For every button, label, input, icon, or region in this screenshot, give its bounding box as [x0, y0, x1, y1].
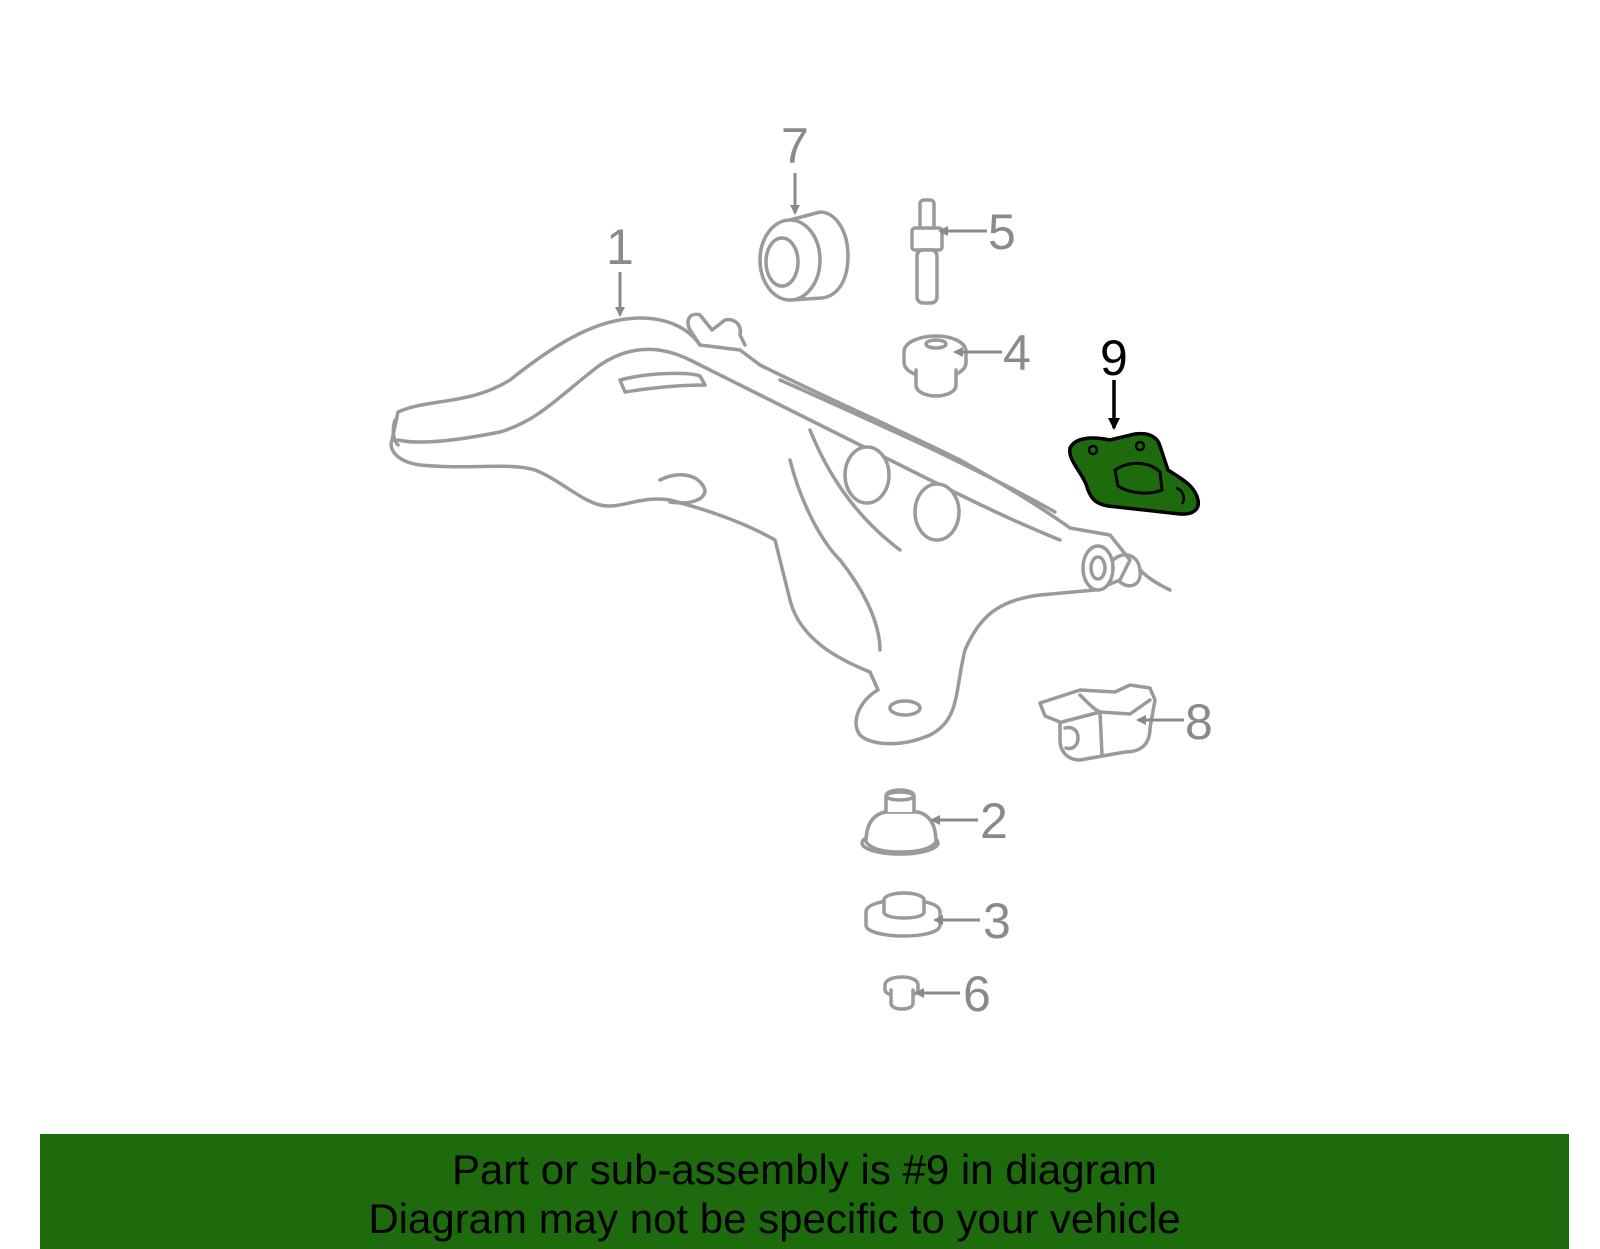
banner-line-part-number: Part or sub-assembly is #9 in diagram — [452, 1146, 1157, 1193]
callout-8: 8 — [1185, 694, 1213, 750]
callout-9: 9 — [1100, 330, 1128, 386]
info-banner: Part or sub-assembly is #9 in diagram Di… — [40, 1134, 1569, 1249]
callout-4: 4 — [1003, 325, 1031, 381]
callout-3: 3 — [983, 893, 1011, 949]
spacer-part-3[interactable] — [864, 891, 942, 938]
callout-6: 6 — [963, 966, 991, 1022]
stud-part-5[interactable] — [910, 198, 944, 305]
callout-1: 1 — [606, 219, 634, 275]
rubber-mount-part-2[interactable] — [860, 788, 940, 856]
subframe-part-1[interactable] — [389, 312, 1172, 746]
leader-lines — [615, 173, 1184, 998]
bushing-part-7[interactable] — [758, 210, 850, 302]
callout-5: 5 — [988, 204, 1016, 260]
bracket-part-9[interactable] — [1068, 431, 1201, 516]
mount-bracket-part-8[interactable] — [1038, 683, 1157, 762]
banner-line-disclaimer: Diagram may not be specific to your vehi… — [368, 1195, 1181, 1242]
mount-part-4[interactable] — [902, 334, 968, 398]
clip-part-6[interactable] — [883, 975, 920, 1011]
callout-7: 7 — [781, 118, 809, 174]
callout-2: 2 — [980, 793, 1008, 849]
